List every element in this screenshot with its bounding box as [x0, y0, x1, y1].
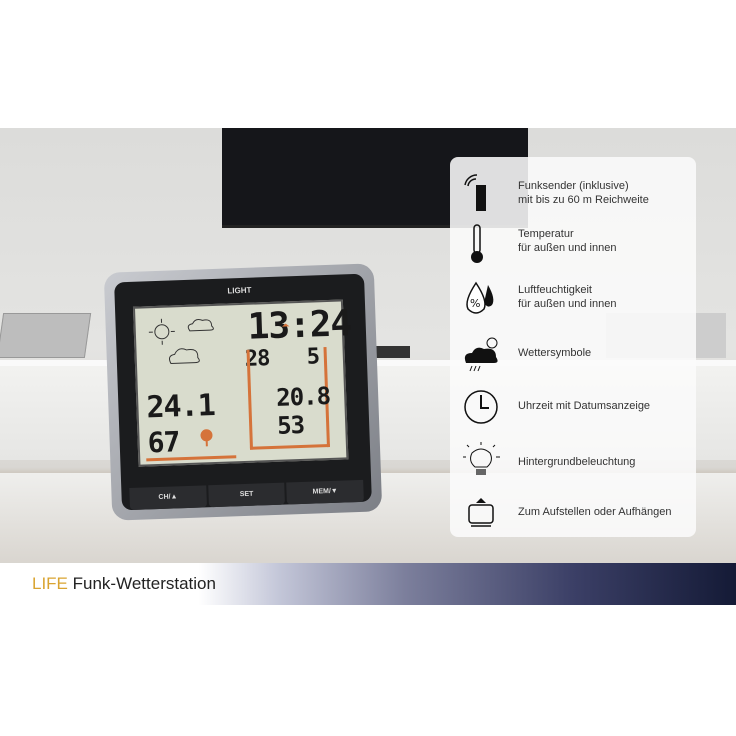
feature-item: Zum Aufstellen oder Aufhängen	[450, 491, 696, 537]
feature-line1: Temperatur	[518, 228, 574, 240]
light-label: LIGHT	[227, 285, 252, 296]
feature-panel: Funksender (inklusive) mit bis zu 60 m Re…	[450, 157, 696, 537]
feature-line1: Luftfeuchtigkeit	[518, 284, 592, 296]
feature-line1: Uhrzeit mit Datumsanzeige	[518, 400, 651, 412]
outdoor-temperature: 24.1	[145, 388, 216, 426]
feature-line2: mit bis zu 60 m Reichweite	[518, 194, 649, 206]
feature-line2: für außen und innen	[518, 242, 617, 254]
cloud-icon	[168, 348, 200, 365]
feature-item: % Luftfeuchtigkeit für außen und innen	[450, 273, 696, 319]
radio-transmitter-icon	[464, 174, 486, 211]
outdoor-humidity: 67	[147, 425, 180, 460]
svg-text:%: %	[470, 297, 480, 310]
weather-station: LIGHT 13:24 28 5 24.1 67 20.8 53 CH/▲ SE…	[103, 263, 383, 521]
feature-line2: für außen und innen	[518, 298, 617, 310]
brand-name: LIFE	[32, 574, 68, 593]
feature-line1: Zum Aufstellen oder Aufhängen	[518, 506, 672, 518]
stand-hang-icon	[468, 498, 494, 527]
indoor-temperature: 20.8	[275, 381, 331, 412]
feature-line1: Funksender (inklusive)	[518, 180, 629, 192]
thermometer-icon	[471, 224, 483, 263]
feature-item: Wettersymbole	[450, 329, 696, 375]
shelf-background	[0, 313, 92, 358]
feature-item: Hintergrundbeleuchtung	[450, 437, 696, 483]
light-bulb-icon	[463, 442, 500, 475]
product-title: LIFE Funk-Wetterstation	[32, 574, 216, 594]
feature-item: Funksender (inklusive) mit bis zu 60 m Re…	[450, 169, 696, 215]
indoor-humidity: 53	[276, 410, 305, 440]
feature-line1: Wettersymbole	[518, 347, 592, 359]
mem-down-button[interactable]: MEM/▼	[286, 479, 364, 505]
humidity-drops-icon: %	[466, 281, 494, 314]
feature-line1: Hintergrundbeleuchtung	[518, 456, 636, 468]
sun-icon	[148, 318, 175, 345]
set-button[interactable]: SET	[207, 482, 286, 508]
product-banner: LIFE Funk-Wetterstation	[0, 563, 736, 605]
clock-icon	[464, 390, 498, 424]
feature-item: Uhrzeit mit Datumsanzeige	[450, 383, 696, 429]
tree-icon	[200, 429, 213, 447]
lcd-display: 13:24 28 5 24.1 67 20.8 53	[132, 299, 352, 467]
feature-item: Temperatur für außen und innen	[450, 219, 696, 265]
ch-up-button[interactable]: CH/▲	[129, 485, 207, 511]
weather-cloud-icon	[464, 337, 498, 372]
product-name: Funk-Wetterstation	[72, 574, 216, 593]
cloud-icon	[187, 319, 214, 332]
